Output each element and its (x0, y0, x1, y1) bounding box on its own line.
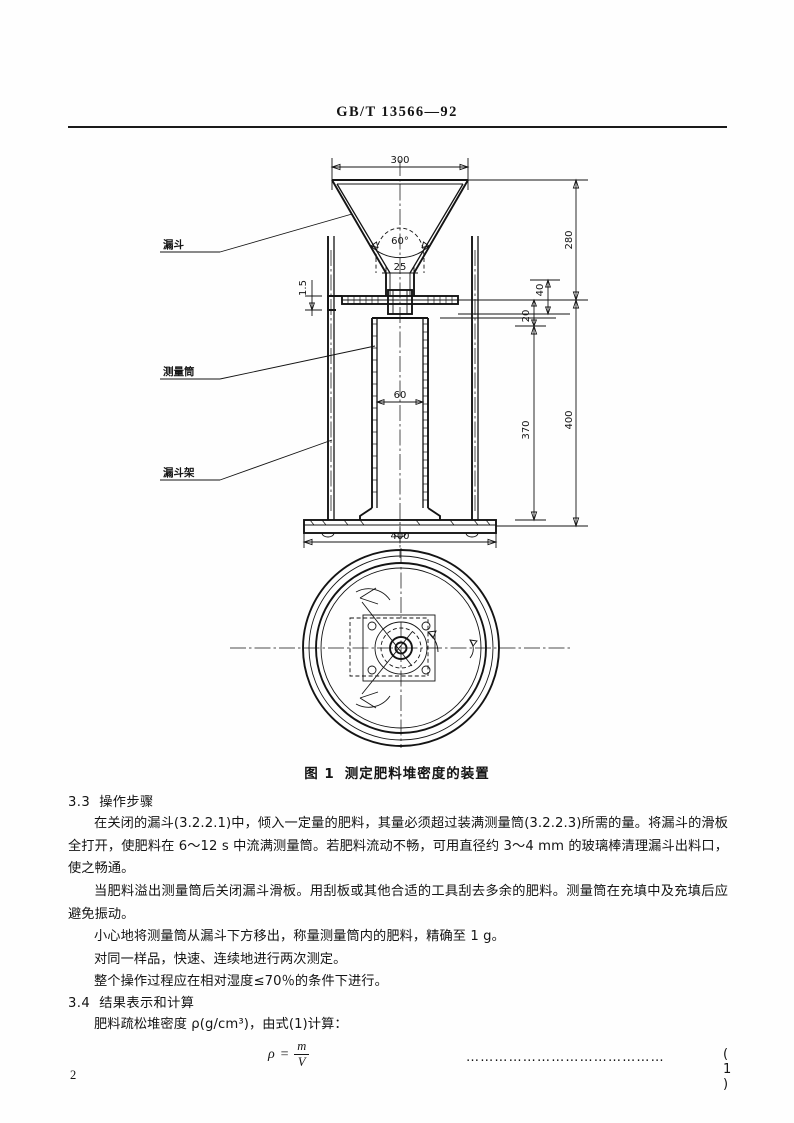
dim-overall-height: 400 (564, 410, 575, 429)
figure-apparatus-diagram: 300 60° (60, 140, 740, 750)
formula-equals: = (279, 1046, 290, 1062)
page-number: 2 (70, 1068, 77, 1082)
paragraph-text: 肥料疏松堆密度 ρ(g/cm³)，由式(1)计算： (94, 1017, 348, 1032)
svg-text:漏斗架: 漏斗架 (163, 466, 195, 479)
standard-header: GB/T 13566—92 (336, 104, 458, 120)
svg-text:测量筒: 测量筒 (163, 365, 195, 378)
plan-view (230, 548, 572, 748)
dim-funnel-cone-angle: 60° (391, 236, 409, 247)
dim-gap-upper: 40 (535, 284, 546, 297)
figure-label-funnel: 漏斗 (160, 213, 353, 253)
header-rule (68, 126, 727, 128)
dim-stand-height: 370 (521, 420, 532, 439)
section-3-4-title: 结果表示和计算 (99, 996, 195, 1011)
section-3-3-paragraph-5: 整个操作过程应在相对湿度≤70％的条件下进行。 (68, 971, 728, 994)
figure-caption-text: 测定肥料堆密度的装置 (344, 766, 490, 782)
formula-numerator: m (297, 1039, 307, 1053)
dim-gap-lower: 20 (521, 310, 532, 323)
dim-base-plate-diameter: 400 (390, 531, 409, 542)
formula-number: ( 1 ) (723, 1047, 733, 1092)
formula-leader-dots: …………………………………… (466, 1050, 665, 1065)
figure-label-measuring-cylinder: 测量筒 (160, 345, 376, 380)
section-3-4-heading: 3.4 结果表示和计算 (68, 993, 728, 1016)
section-3-3-number: 3.3 (68, 795, 91, 810)
dim-funnel-height: 280 (564, 230, 575, 249)
dim-funnel-outlet-diameter: 25 (394, 262, 407, 273)
figure-caption: 图 1 测定肥料堆密度的装置 (0, 762, 794, 782)
paragraph-text: 对同一样品，快速、连续地进行两次测定。 (94, 952, 347, 967)
paragraph-text: 整个操作过程应在相对湿度≤70％的条件下进行。 (94, 974, 388, 989)
section-3-3-title: 操作步骤 (99, 795, 154, 810)
formula-lhs: ρ (268, 1046, 275, 1062)
dim-slide-plate-thickness: 1.5 (298, 280, 309, 296)
paragraph-text: 当肥料溢出测量筒后关闭漏斗滑板。用刮板或其他合适的工具刮去多余的肥料。测量筒在充… (68, 884, 728, 922)
svg-text:漏斗: 漏斗 (163, 238, 184, 251)
figure-label-funnel-stand: 漏斗架 (160, 439, 333, 481)
formula-bulk-density: ρ = m V …………………………………… ( 1 ) (68, 1038, 731, 1092)
formula-expression: ρ = m V (268, 1039, 310, 1070)
dim-funnel-top-diameter: 300 (390, 155, 409, 166)
section-3-4-number: 3.4 (68, 996, 91, 1011)
section-3-3-heading: 3.3 操作步骤 (68, 792, 728, 815)
section-3-3-paragraph-2: 当肥料溢出测量筒后关闭漏斗滑板。用刮板或其他合适的工具刮去多余的肥料。测量筒在充… (68, 881, 728, 926)
paragraph-text: 小心地将测量筒从漏斗下方移出，称量测量筒内的肥料，精确至 1 g。 (94, 929, 505, 944)
paragraph-text: 在关闭的漏斗(3.2.2.1)中，倾入一定量的肥料，其量必须超过装满测量筒(3.… (68, 816, 728, 877)
fraction-bar (294, 1054, 310, 1056)
section-3-3-paragraph-3: 小心地将测量筒从漏斗下方移出，称量测量筒内的肥料，精确至 1 g。 (68, 926, 728, 949)
figure-caption-number: 图 1 (304, 766, 335, 782)
section-3-3-paragraph-1: 在关闭的漏斗(3.2.2.1)中，倾入一定量的肥料，其量必须超过装满测量筒(3.… (68, 813, 728, 881)
section-3-3-paragraph-4: 对同一样品，快速、连续地进行两次测定。 (68, 949, 728, 972)
formula-fraction: m V (294, 1039, 310, 1070)
dim-cylinder-inner-diameter: 60 (394, 390, 407, 401)
section-3-4-intro: 肥料疏松堆密度 ρ(g/cm³)，由式(1)计算： (68, 1014, 728, 1037)
formula-denominator: V (297, 1055, 306, 1070)
